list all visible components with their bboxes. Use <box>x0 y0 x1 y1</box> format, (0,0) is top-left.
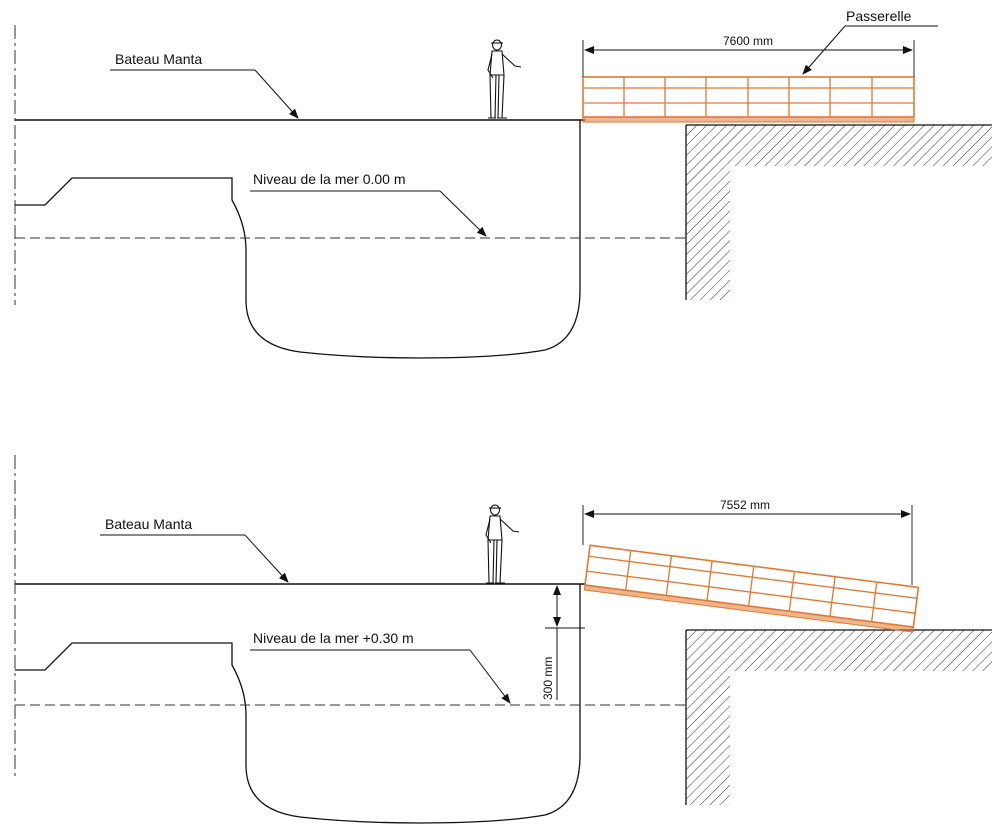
bottom-gangway-deck <box>583 584 914 633</box>
top-gangway <box>582 76 915 123</box>
bottom-panel: 7552 mm 300 mm Bateau Manta Niveau de la… <box>14 455 992 824</box>
top-gangway-posts <box>623 77 873 117</box>
top-gangway-label: Passerelle <box>846 8 912 24</box>
top-panel: 7600 mm Passerelle Bateau Manta Niveau d… <box>14 8 992 359</box>
bottom-person-figure <box>485 504 520 584</box>
bottom-span-label: 7552 mm <box>720 498 770 512</box>
top-quay <box>686 125 992 300</box>
bottom-gangway-posts <box>625 550 878 622</box>
bottom-rise-label: 300 mm <box>541 657 555 700</box>
bottom-quay <box>686 630 992 805</box>
top-boat-label: Bateau Manta <box>115 51 202 67</box>
top-hull-profile <box>15 120 581 359</box>
top-sea-label: Niveau de la mer 0.00 m <box>253 171 406 187</box>
bottom-gangway <box>583 544 920 633</box>
bottom-boat-label: Bateau Manta <box>105 516 192 532</box>
top-gangway-deck <box>582 116 915 123</box>
top-span-label: 7600 mm <box>723 34 773 48</box>
bottom-hull-profile <box>15 584 581 824</box>
bottom-sea-label: Niveau de la mer +0.30 m <box>253 630 414 646</box>
top-person-figure <box>487 39 522 119</box>
